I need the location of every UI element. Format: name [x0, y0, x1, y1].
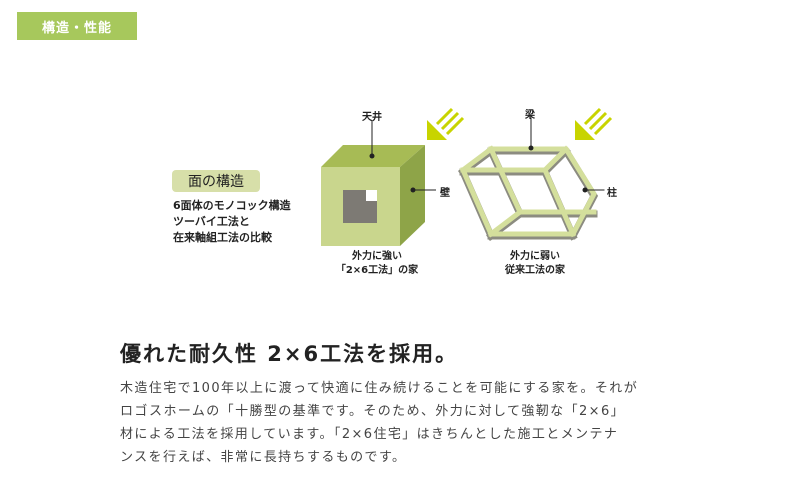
force-arrow-icon	[575, 107, 613, 140]
pillar-label: 柱	[607, 188, 617, 199]
section-heading: 優れた耐久性 2×6工法を採用。	[120, 342, 459, 366]
box-structure-cube	[321, 120, 436, 246]
caption-line: 従来工法の家	[505, 265, 565, 276]
description-line: ツーバイ工法と	[173, 215, 250, 228]
category-tag: 構造・性能	[17, 12, 137, 40]
paragraph-line: ロゴスホームの「十勝型の基準です。そのため、外力に対して強靭な「2×6」	[120, 404, 626, 419]
caption-line: 「2×6工法」の家	[335, 265, 419, 276]
diagram-description: 6面体のモノコック構造 ツーバイ工法と 在来軸組工法の比較	[173, 198, 291, 246]
frame-caption: 外力に弱い 従来工法の家	[490, 250, 580, 278]
box-caption: 外力に強い 「2×6工法」の家	[332, 250, 422, 278]
paragraph-line: 木造住宅で100年以上に渡って快適に住み続けることを可能にする家を。それが	[120, 381, 639, 396]
body-paragraph: 木造住宅で100年以上に渡って快適に住み続けることを可能にする家を。それが ロゴ…	[120, 377, 700, 469]
caption-line: 外力に弱い	[510, 251, 560, 262]
section-label: 面の構造	[172, 170, 260, 192]
beam-label: 梁	[525, 110, 535, 121]
description-line: 6面体のモノコック構造	[173, 199, 291, 212]
ceiling-label: 天井	[362, 112, 382, 123]
force-arrow-icon	[427, 107, 465, 140]
frame-structure	[458, 117, 605, 241]
wall-label: 壁	[440, 188, 450, 199]
diagram-graphics	[321, 107, 613, 246]
paragraph-line: 材による工法を採用しています。「2×6住宅」はきちんとした施工とメンテナ	[120, 427, 619, 442]
paragraph-line: ンスを行えば、非常に長持ちするものです。	[120, 450, 407, 465]
description-line: 在来軸組工法の比較	[173, 231, 272, 244]
caption-line: 外力に強い	[352, 251, 402, 262]
structure-diagram: 面の構造 6面体のモノコック構造 ツーバイ工法と 在来軸組工法の比較	[172, 107, 617, 278]
